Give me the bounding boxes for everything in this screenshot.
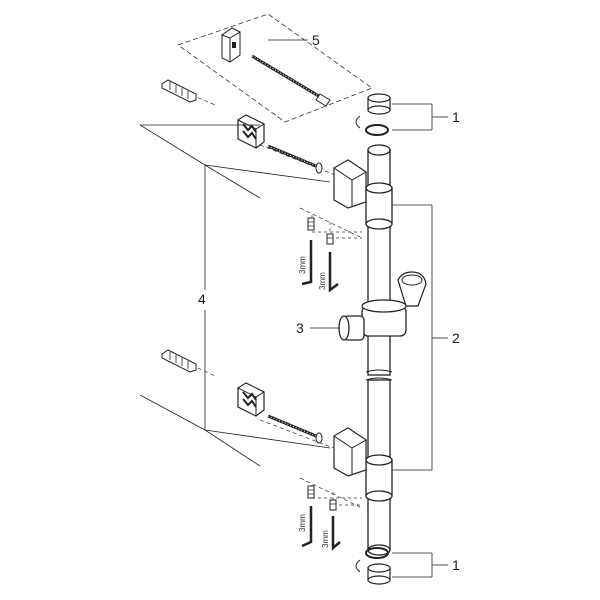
part-4-dimension: 4 [139,124,331,467]
upper-wall-holder [236,114,266,149]
upper-rail-bracket [333,159,367,209]
lower-rail-bracket [333,427,367,477]
lower-set-screw-1 [307,485,315,499]
part-5-wall-bracket [220,27,242,63]
lower-allen-key-1: 3mm [298,506,313,548]
upper-rail-sleeve [365,182,393,230]
upper-wall-screw [267,144,323,174]
lower-wall-holder [236,382,266,417]
lower-wall-plug [161,349,197,373]
bottom-end-cap: 1 [355,547,460,585]
callout-3: 3 [296,320,304,336]
part-5-dashed-box [177,13,373,123]
lower-allen-key-2: 3mm [321,516,341,551]
allen-key-label-2: 3mm [318,272,327,290]
lower-rail-sleeve [365,454,393,502]
upper-set-screw-1 [307,217,315,231]
callout-1-bottom: 1 [452,557,460,573]
allen-key-label-4: 3mm [321,530,330,548]
allen-key-label-3: 3mm [298,514,307,532]
part-5-group: 5 [177,13,373,123]
upper-allen-key-1: 3mm [298,240,313,286]
lower-set-screw-2 [329,499,337,511]
upper-allen-key-2: 3mm [318,252,339,293]
upper-wall-plug [161,79,197,103]
part-5-long-screw [251,54,331,107]
slider-handshower-holder: 3 [296,271,427,341]
shower-rail: 2 [365,144,460,556]
callout-1-top: 1 [452,109,460,125]
callout-5: 5 [312,32,320,48]
top-end-cap: 1 [355,93,460,136]
upper-wall-mount: 3mm 3mm [161,79,367,293]
lower-wall-screw [267,414,323,444]
allen-key-label-1: 3mm [298,256,307,274]
callout-2: 2 [452,330,460,346]
lower-wall-mount: 3mm 3mm [161,349,367,551]
callout-4: 4 [198,291,206,307]
upper-set-screw-2 [326,233,334,245]
